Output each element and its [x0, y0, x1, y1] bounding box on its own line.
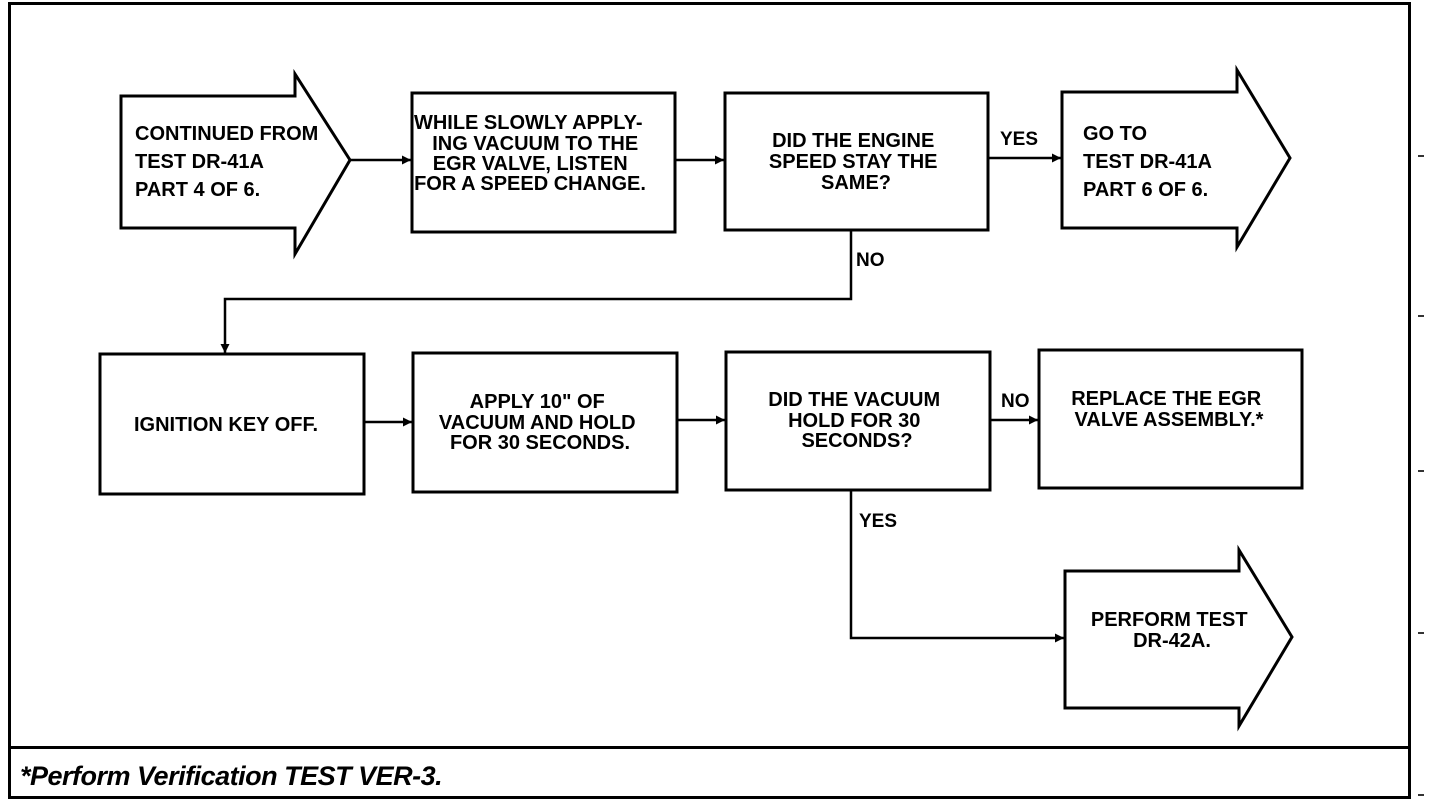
- text-line: TEST DR-41A: [1083, 151, 1211, 173]
- replace-egr-box: [1037, 348, 1304, 490]
- ignition-off-box: [98, 352, 366, 496]
- text-line: FOR A SPEED CHANGE.: [414, 173, 646, 195]
- edge-label-no: NO: [1001, 391, 1030, 412]
- margin-tick: [1418, 632, 1424, 634]
- speed-same-decision-box: [723, 91, 990, 232]
- text-line: IGNITION KEY OFF.: [134, 414, 318, 436]
- text-line: ING VACUUM TO THE: [432, 133, 638, 155]
- edge-decision-no-to-ignition: [220, 230, 853, 353]
- text-line: SAME?: [821, 172, 891, 194]
- margin-tick: [1418, 470, 1424, 472]
- replace-egr-text: REPLACE THE EGR VALVE ASSEMBLY.*: [1071, 388, 1267, 431]
- margin-tick: [1418, 794, 1424, 796]
- text-line: DID THE ENGINE: [772, 130, 934, 152]
- continued-from-arrow-shape: [119, 68, 352, 260]
- apply-hold-text: APPLY 10" OF VACUUM AND HOLD FOR 30 SECO…: [439, 391, 641, 454]
- go-to-arrow-shape: [1060, 64, 1292, 253]
- edge-label-no: NO: [856, 250, 885, 271]
- perform-test-text: PERFORM TEST DR-42A.: [1091, 609, 1253, 652]
- text-line: WHILE SLOWLY APPLY-: [414, 112, 643, 134]
- text-line: FOR 30 SECONDS.: [450, 432, 630, 454]
- continued-from-text: CONTINUED FROM TEST DR-41A PART 4 OF 6.: [135, 123, 324, 201]
- perform-test-arrow-shape: [1063, 544, 1294, 732]
- vacuum-hold-text: DID THE VACUUM HOLD FOR 30 SECONDS?: [768, 389, 945, 452]
- speed-same-text: DID THE ENGINE SPEED STAY THE SAME?: [769, 130, 943, 194]
- text-line: GO TO: [1083, 123, 1147, 145]
- text-line: VALVE ASSEMBLY.*: [1075, 409, 1264, 431]
- text-line: DID THE VACUUM: [768, 389, 940, 411]
- text-line: REPLACE THE EGR: [1071, 388, 1262, 410]
- text-line: PART 6 OF 6.: [1083, 179, 1208, 201]
- go-to-text: GO TO TEST DR-41A PART 6 OF 6.: [1083, 123, 1217, 201]
- footer-divider: [8, 746, 1411, 749]
- text-line: CONTINUED FROM: [135, 123, 318, 145]
- edge-label-yes: YES: [859, 511, 897, 532]
- apply-vacuum-listen-box: [410, 91, 677, 234]
- text-line: HOLD FOR 30: [788, 410, 920, 432]
- ignition-off-text: IGNITION KEY OFF.: [134, 414, 318, 436]
- apply-hold-box: [411, 351, 679, 494]
- text-line: PART 4 OF 6.: [135, 179, 260, 201]
- text-line: SECONDS?: [801, 430, 912, 452]
- text-line: APPLY 10" OF: [470, 391, 605, 413]
- vacuum-hold-decision-box: [724, 350, 992, 492]
- margin-tick: [1418, 315, 1424, 317]
- edge-hold-yes-to-perform: [849, 490, 1064, 643]
- text-line: VACUUM AND HOLD: [439, 412, 636, 434]
- edge-label-yes: YES: [1000, 129, 1038, 150]
- text-line: EGR VALVE, LISTEN: [433, 153, 628, 175]
- footer-note: *Perform Verification TEST VER-3.: [20, 761, 443, 791]
- apply-vacuum-listen-text: WHILE SLOWLY APPLY- ING VACUUM TO THE EG…: [414, 112, 648, 195]
- text-line: PERFORM TEST: [1091, 609, 1248, 631]
- margin-tick: [1418, 155, 1424, 157]
- text-line: DR-42A.: [1133, 630, 1211, 652]
- text-line: TEST DR-41A: [135, 151, 263, 173]
- text-line: SPEED STAY THE: [769, 151, 938, 173]
